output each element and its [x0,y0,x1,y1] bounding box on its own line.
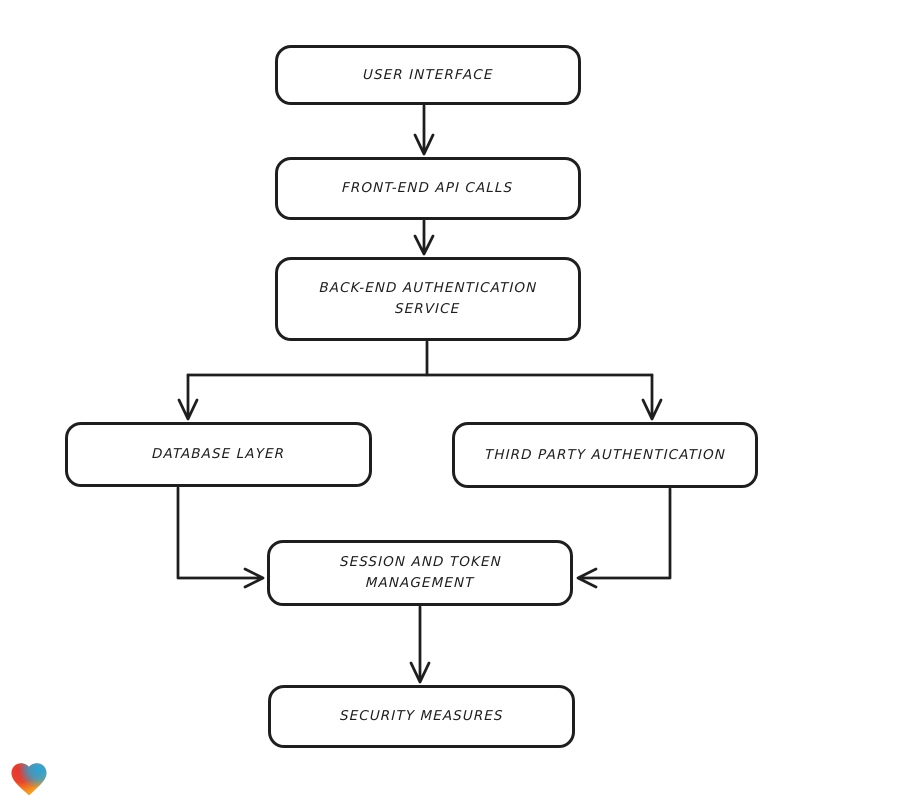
node-third-party-authentication: THIRD PARTY AUTHENTICATION [452,422,758,488]
node-user-interface: USER INTERFACE [275,45,581,105]
gradient-heart-logo[interactable] [8,758,50,800]
node-label: USER INTERFACE [362,66,494,83]
edge-frontend-to-backend [413,219,435,256]
edge-backend-split [177,340,663,421]
node-label: THIRD PARTY AUTHENTICATION [484,446,726,463]
node-label: DATABASE LAYER [151,446,286,463]
node-label: SESSION AND TOKEN MANAGEMENT [339,554,502,591]
node-label: SECURITY MEASURES [339,708,504,725]
node-front-end-api-calls: FRONT-END API CALLS [275,157,581,220]
edge-session-to-security [409,605,431,684]
node-database-layer: DATABASE LAYER [65,422,372,487]
node-back-end-authentication-service: BACK-END AUTHENTICATION SERVICE [275,257,581,341]
edge-thirdparty-to-session [576,487,672,589]
node-security-measures: SECURITY MEASURES [268,685,575,748]
node-session-and-token-management: SESSION AND TOKEN MANAGEMENT [267,540,573,606]
node-label: BACK-END AUTHENTICATION SERVICE [319,280,538,317]
edge-database-to-session [176,486,265,589]
edge-ui-to-frontend [413,104,435,156]
node-label: FRONT-END API CALLS [342,180,514,197]
heart-shape-blue-tint [11,763,47,796]
